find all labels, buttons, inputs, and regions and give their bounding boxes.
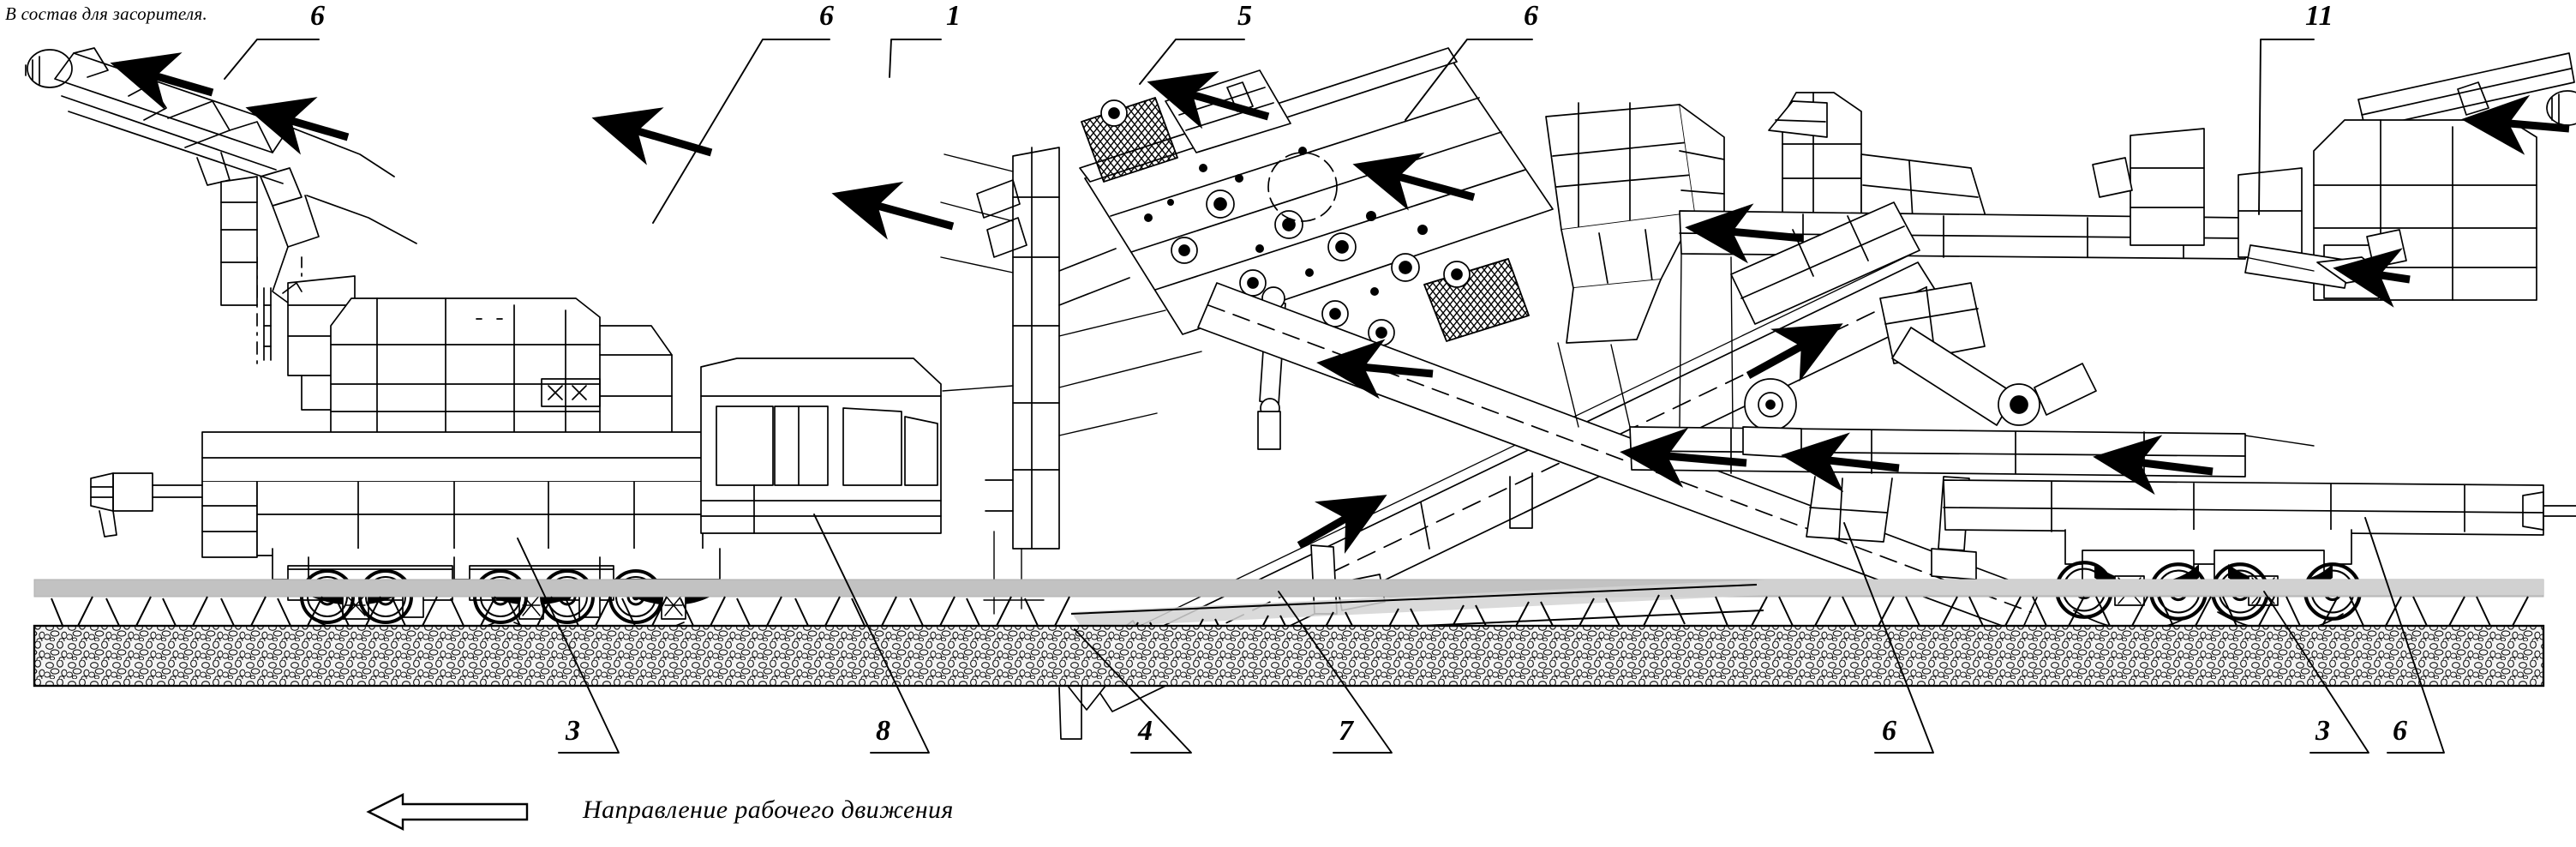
flow-arrow-return-conveyor-right — [1685, 203, 1804, 264]
leader-line-top-0 — [224, 39, 320, 80]
leader-line-bottom-6 — [2364, 517, 2445, 754]
leader-line-top-3 — [1139, 39, 1245, 85]
flow-arrow-lower-return-mid — [1781, 432, 1900, 493]
working-direction-arrow — [366, 793, 529, 831]
flow-arrow-left-discharge-conveyor-upper — [110, 52, 214, 111]
flow-arrow-cross-conveyor-up-far — [1746, 323, 1843, 382]
flow-arrow-lower-return-left — [1620, 427, 1747, 488]
callout-number-6-top-1: 6 — [819, 0, 835, 32]
flow-arrow-left-main-conveyor-b — [831, 181, 955, 240]
callout-number-6-top-4: 6 — [1524, 0, 1539, 32]
flow-arrow-screen-deck-low — [1316, 339, 1434, 399]
flow-arrow-right-upper-jib — [2333, 248, 2411, 308]
leader-line-bottom-3 — [1278, 591, 1393, 754]
callout-number-5-top-3: 5 — [1237, 0, 1253, 32]
leader-line-bottom-4 — [1843, 522, 1934, 754]
leader-line-bottom-0 — [517, 538, 620, 754]
leader-line-top-5 — [2258, 39, 2315, 215]
callout-number-8-bottom-1: 8 — [876, 715, 891, 747]
leader-line-bottom-1 — [813, 514, 930, 754]
screen-support-tower — [976, 147, 1130, 550]
flow-arrow-spoil-conveyor-right — [2093, 435, 2214, 496]
flow-arrow-screen-deck-mid — [1352, 152, 1476, 211]
ballast-bed — [33, 624, 2545, 688]
callout-number-11-top-5: 11 — [2305, 0, 2334, 32]
callout-number-6-bottom-4: 6 — [1882, 715, 1897, 747]
top-left-note: В состав для засорителя. — [5, 3, 208, 24]
leader-line-top-1 — [652, 39, 830, 224]
flow-arrow-right-end-conveyor — [2461, 94, 2570, 155]
rail-top-band — [33, 579, 2544, 628]
vibrating-screen-unit — [1079, 47, 1554, 450]
structural-bracing — [940, 153, 2315, 615]
flow-arrow-left-discharge-conveyor-lower — [245, 97, 350, 155]
working-direction-caption: Направление рабочего движения — [583, 796, 954, 824]
callout-number-7-bottom-3: 7 — [1339, 715, 1354, 747]
callout-number-3-bottom-5: 3 — [2315, 715, 2331, 747]
left-machine-superstructure — [90, 176, 704, 558]
right-machine-assembly — [1629, 92, 2246, 580]
callout-number-4-bottom-2: 4 — [1138, 715, 1153, 747]
flow-arrow-left-main-conveyor-a — [591, 107, 713, 165]
leader-line-top-2 — [889, 39, 942, 78]
callout-number-3-bottom-0: 3 — [566, 715, 581, 747]
callout-number-1-top-2: 1 — [946, 0, 962, 32]
flow-arrow-screen-deck-top — [1147, 70, 1270, 129]
flow-arrow-cross-conveyor-up — [1297, 495, 1387, 555]
leader-line-bottom-2 — [1074, 628, 1192, 754]
operator-cab — [700, 357, 942, 534]
leader-line-top-4 — [1405, 39, 1533, 121]
leader-line-bottom-5 — [2263, 591, 2369, 754]
callout-number-6-top-0: 6 — [310, 0, 326, 32]
callout-number-6-bottom-6: 6 — [2393, 715, 2408, 747]
